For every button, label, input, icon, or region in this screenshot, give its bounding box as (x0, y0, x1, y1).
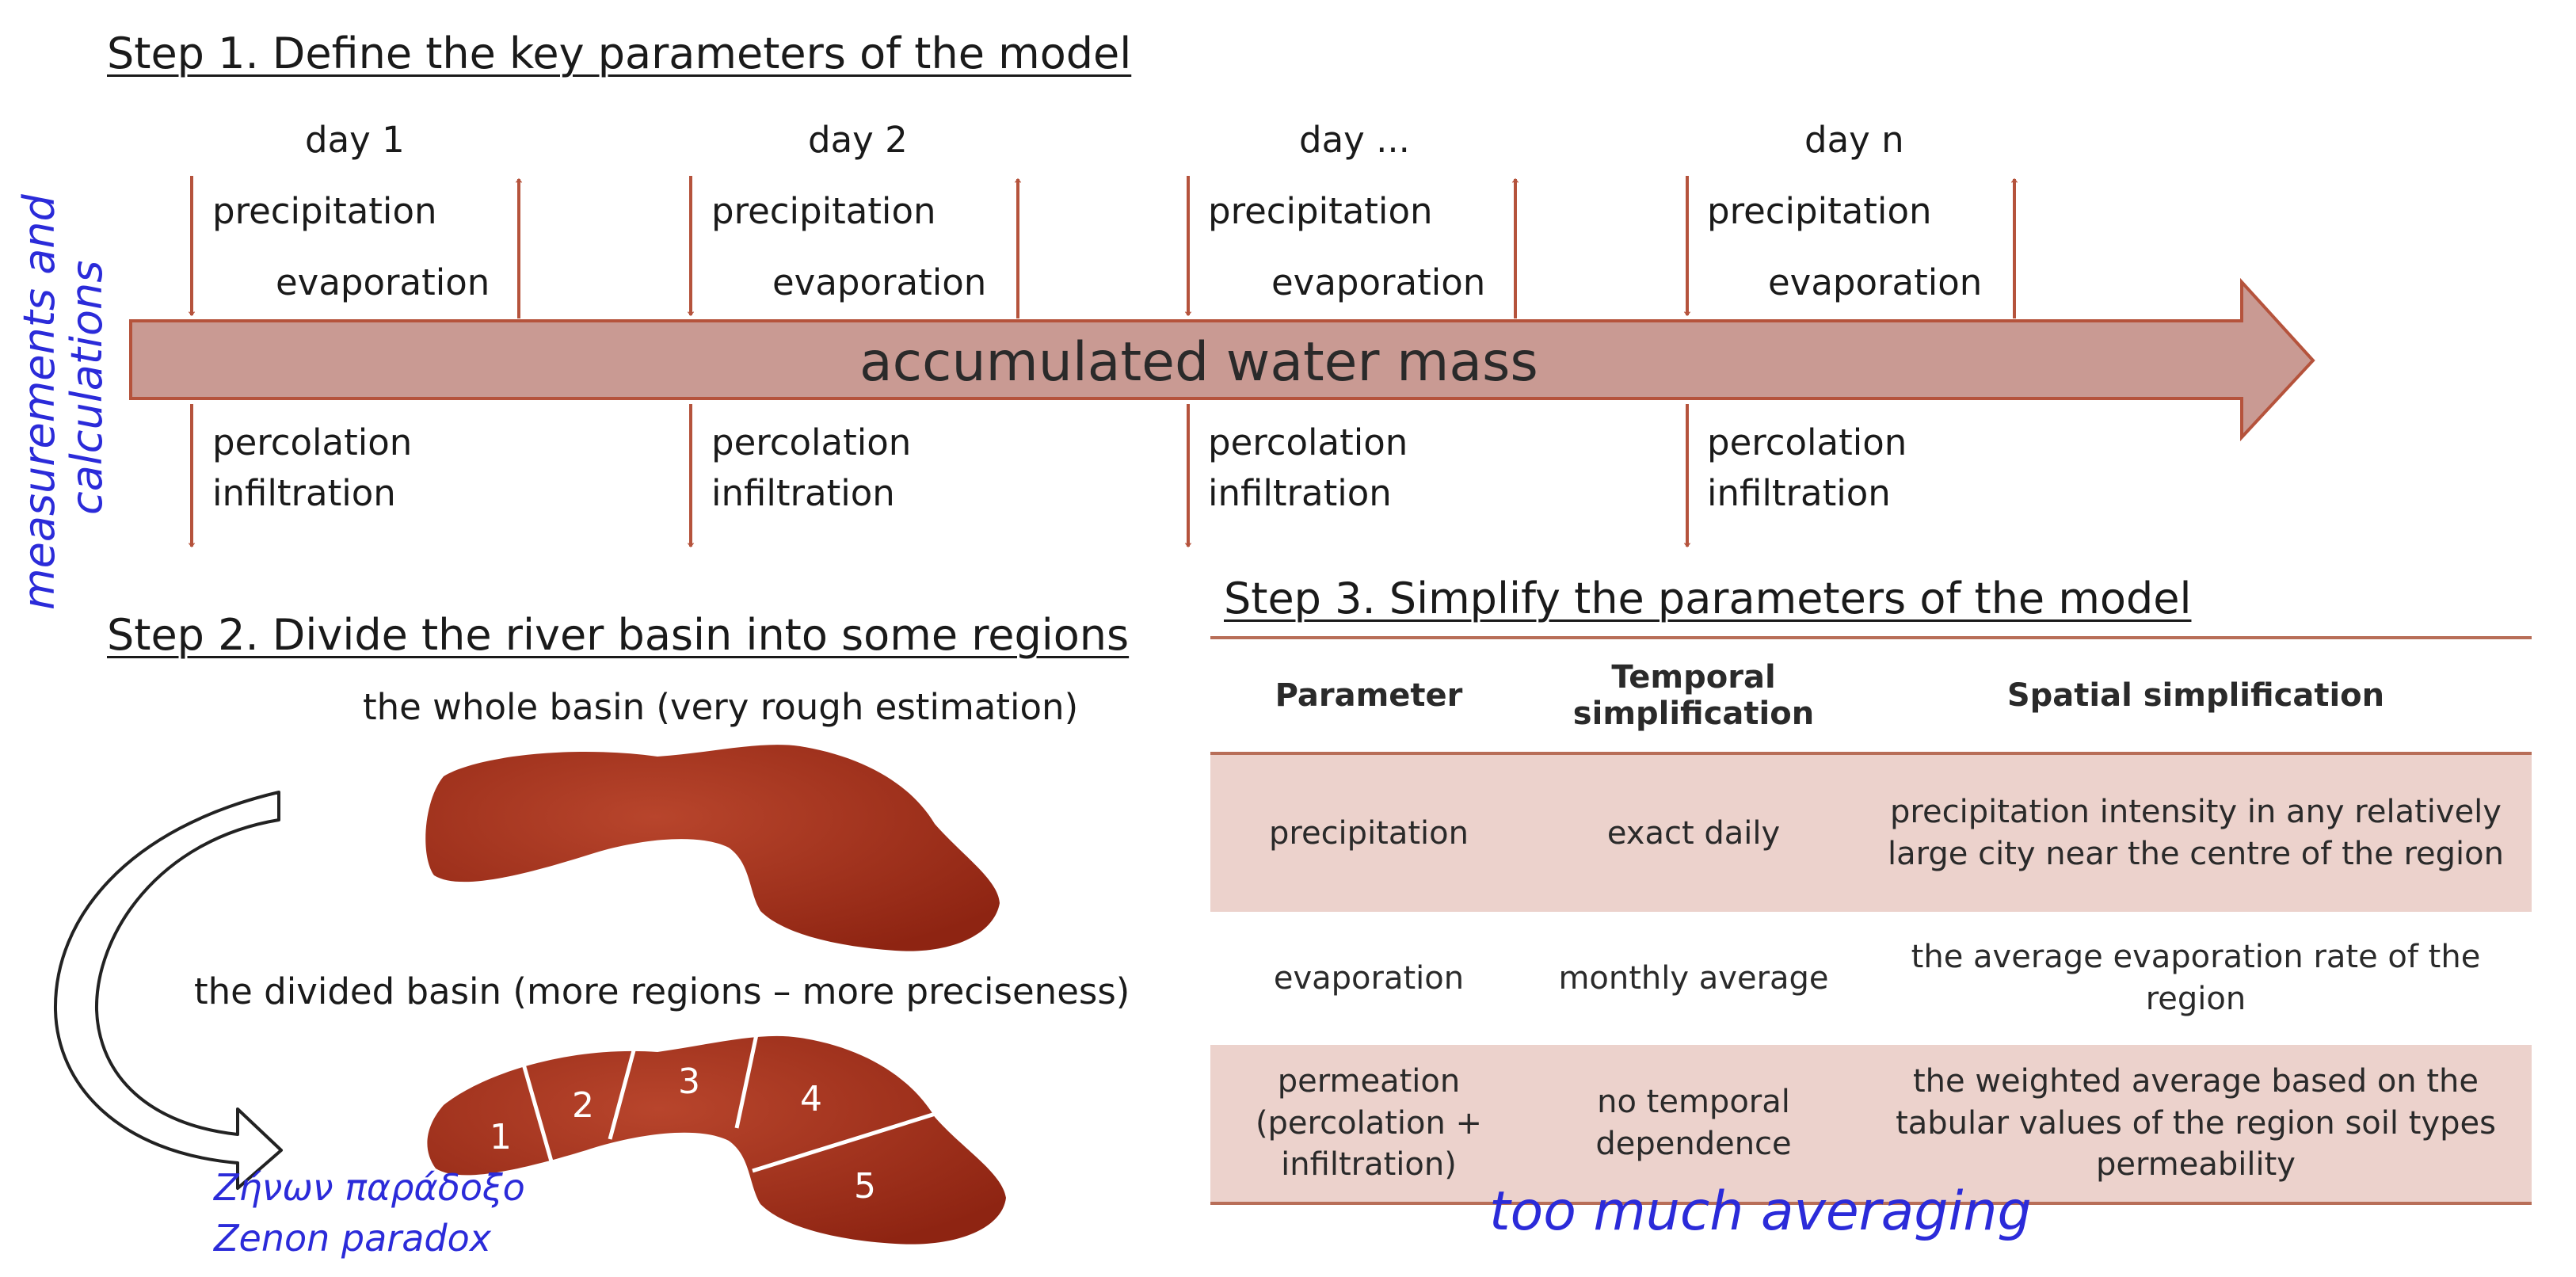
whole-basin-label: the whole basin (very rough estimation) (363, 686, 1079, 728)
day-1-percolation: percolation (212, 421, 413, 463)
day-2-infiltration: infiltration (711, 472, 895, 514)
header-spatial: Spatial simplification (1860, 638, 2532, 755)
side-label-line1: measurements and (14, 194, 64, 610)
row-temporal: no temporal dependence (1527, 1045, 1860, 1203)
step1-title: Step 1. Define the key parameters of the… (107, 29, 1132, 78)
day-3-label: day ... (1299, 119, 1410, 161)
table-row: permeation (percolation + infiltration) … (1210, 1045, 2532, 1203)
day-2-label: day 2 (808, 119, 908, 161)
day-1-arrows (192, 176, 519, 547)
day-3-precipitation: precipitation (1208, 190, 1433, 232)
day-2-percolation: percolation (711, 421, 912, 463)
row-temporal: monthly average (1558, 959, 1829, 997)
row-spatial: the weighted average based on the tabula… (1860, 1045, 2532, 1203)
day-n-infiltration: infiltration (1707, 472, 1891, 514)
region-4-number: 4 (800, 1079, 822, 1119)
day-n-evaporation: evaporation (1768, 261, 1983, 303)
day-3-evaporation: evaporation (1271, 261, 1486, 303)
day-2-arrows (691, 176, 1018, 547)
row-parameter: precipitation (1210, 753, 1527, 912)
table-row: evaporation monthly average the average … (1210, 912, 2532, 1045)
region-3-number: 3 (678, 1062, 700, 1102)
day-3-infiltration: infiltration (1208, 472, 1392, 514)
day-1-precipitation: precipitation (212, 190, 437, 232)
day-n-label: day n (1804, 119, 1904, 161)
day-3-arrows (1188, 176, 1515, 547)
day-2-precipitation: precipitation (711, 190, 936, 232)
row-spatial: the average evaporation rate of the regi… (1911, 939, 2481, 1017)
side-label-line2: calculations (62, 260, 112, 515)
arrow-label: accumulated water mass (859, 331, 1538, 394)
step3-title: Step 3. Simplify the parameters of the m… (1224, 574, 2192, 623)
row-parameter: permeation (percolation + infiltration) (1210, 1045, 1527, 1203)
day-n-percolation: percolation (1707, 421, 1907, 463)
divided-basin-shape (427, 1034, 1006, 1245)
day-2-evaporation: evaporation (772, 261, 987, 303)
header-temporal: Temporal simplification (1527, 638, 1860, 755)
day-n-precipitation: precipitation (1707, 190, 1932, 232)
refinement-curved-arrow (53, 791, 283, 1190)
paradox-greek: Ζήνων παράδοξο (214, 1166, 525, 1209)
too-much-averaging-note: too much averaging (1489, 1180, 2032, 1243)
day-n-arrows (1687, 176, 2014, 547)
table-header-row: Parameter Temporal simplification Spatia… (1210, 638, 2532, 755)
header-parameter: Parameter (1210, 638, 1527, 755)
day-1-label: day 1 (305, 119, 405, 161)
row-parameter: evaporation (1273, 959, 1465, 997)
day-1-evaporation: evaporation (276, 261, 490, 303)
day-3-percolation: percolation (1208, 421, 1408, 463)
paradox-english: Zenon paradox (214, 1217, 491, 1260)
step2-title: Step 2. Divide the river basin into some… (107, 610, 1130, 660)
region-2-number: 2 (572, 1085, 594, 1126)
parameter-table: Parameter Temporal simplification Spatia… (1210, 636, 2532, 1205)
region-5-number: 5 (854, 1166, 876, 1206)
divided-basin-label: the divided basin (more regions – more p… (194, 970, 1130, 1012)
row-spatial: precipitation intensity in any relativel… (1860, 753, 2532, 912)
table-row: precipitation exact daily precipitation … (1210, 753, 2532, 912)
side-label: measurements and calculations (14, 194, 112, 610)
accumulated-water-arrow (129, 277, 2315, 442)
row-temporal: exact daily (1527, 753, 1860, 912)
whole-basin-shape (425, 745, 1000, 951)
day-1-infiltration: infiltration (212, 472, 396, 514)
region-1-number: 1 (490, 1117, 512, 1157)
